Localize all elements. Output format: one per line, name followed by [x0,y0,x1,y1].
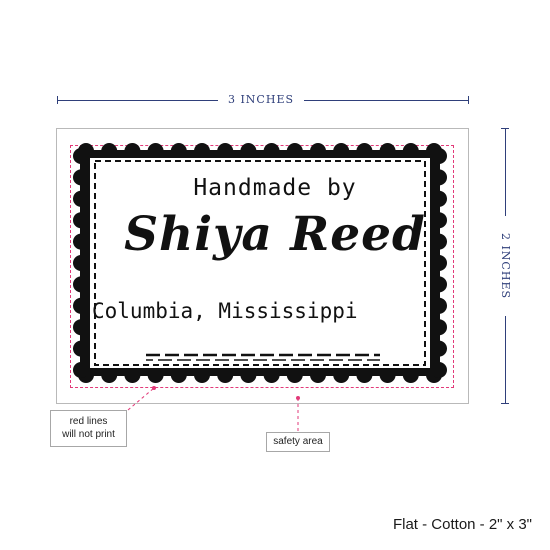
width-dimension-cap-right [468,96,469,104]
width-dimension-label: 3 INCHES [218,91,304,109]
label-line-handmade-by: Handmade by [193,175,357,201]
safety-area-outline [70,145,454,388]
red-lines-callout-line1: red lines [69,416,108,427]
product-caption: Flat - Cotton - 2" x 3" [392,516,532,533]
label-line-name: Shiya Reed [124,207,426,262]
red-lines-callout-line2: will not print [62,429,115,440]
red-lines-leader-dot [152,386,156,390]
height-dimension-cap-top [501,128,509,129]
width-dimension-cap-left [57,96,58,104]
safety-area-callout: safety area [266,432,330,452]
frame-inner-panel [90,158,430,368]
label-line-location: Columbia, Mississippi [92,299,358,323]
red-lines-callout: red lines will not print [50,410,127,447]
red-lines-leader [127,387,155,411]
height-dimension-cap-bottom [501,403,509,404]
safety-area-leader-dot [296,396,300,400]
stitch-line [94,160,426,366]
